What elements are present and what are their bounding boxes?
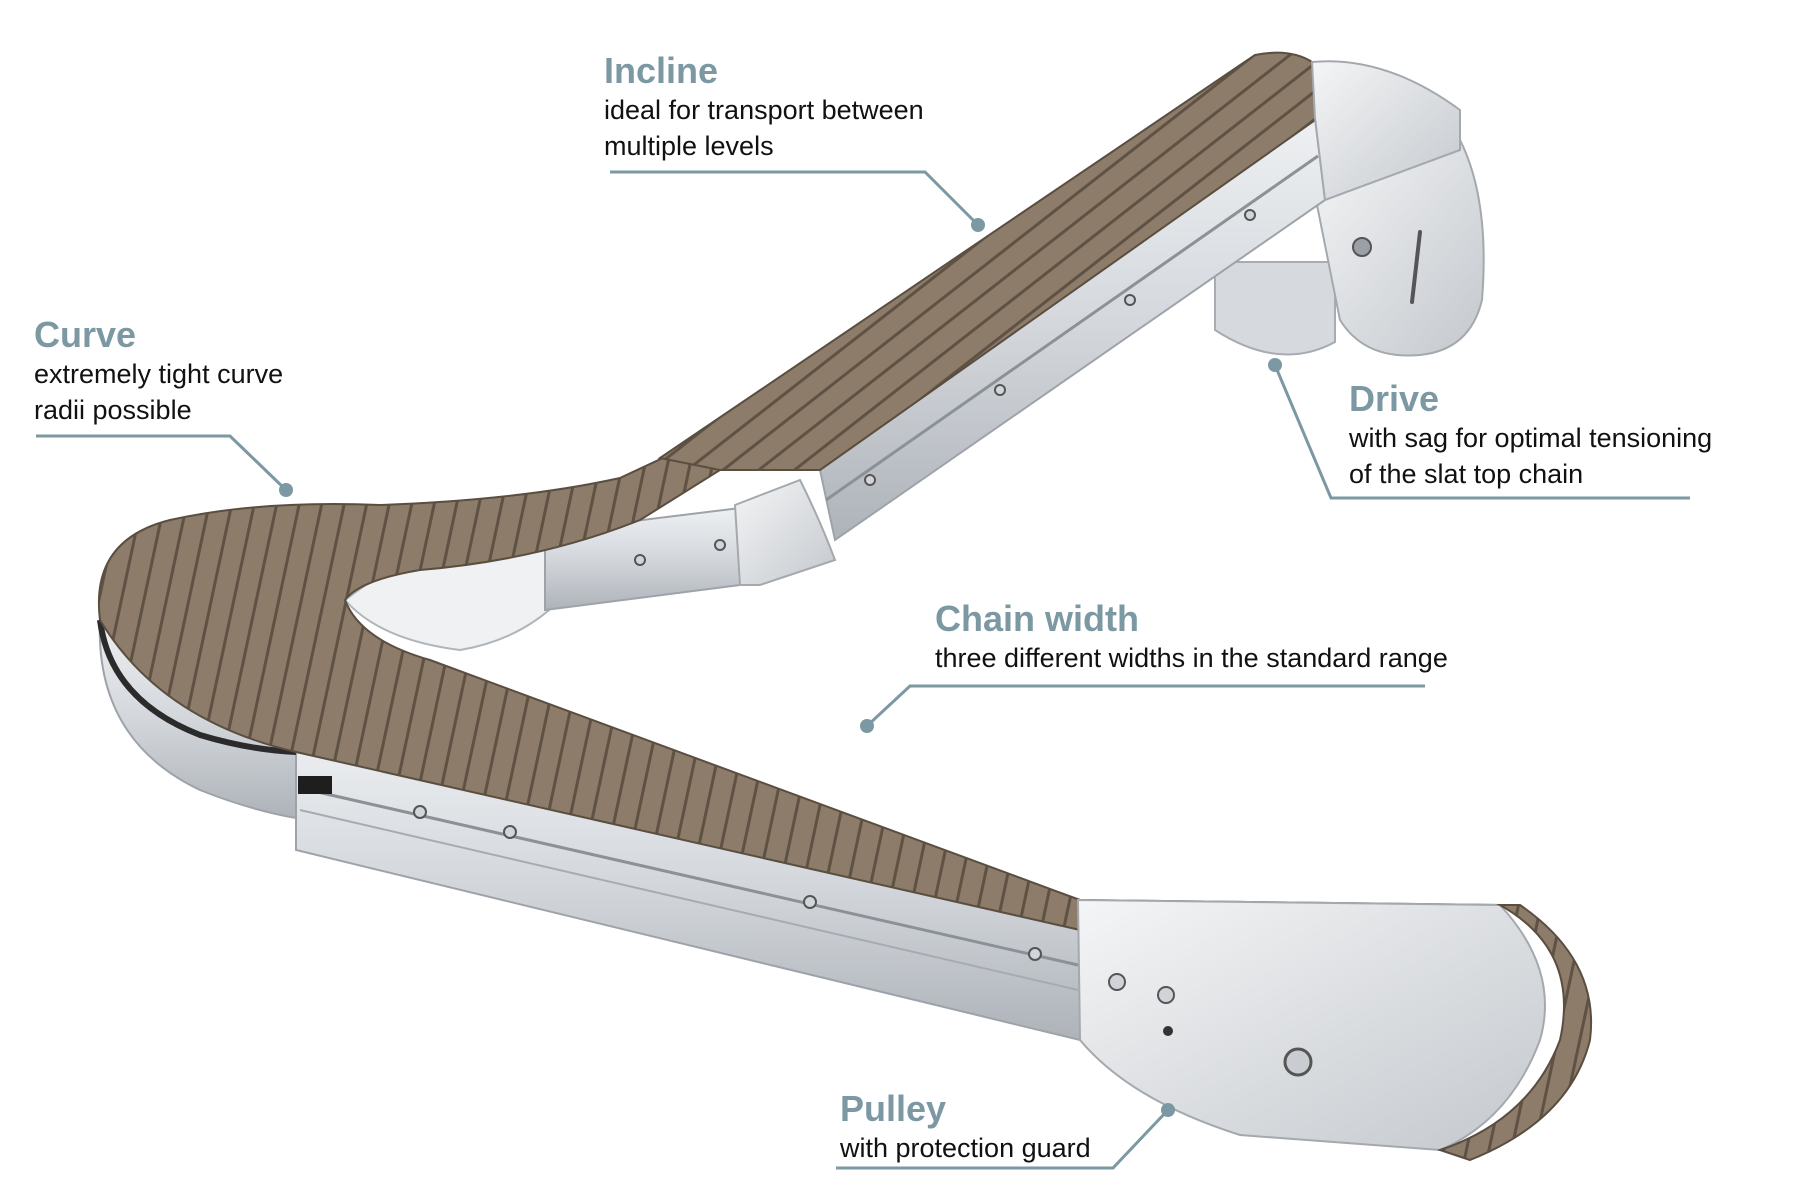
pulley-side-plate — [1076, 898, 1546, 1152]
curve-chain-base — [97, 619, 297, 755]
curve-callout: Curve extremely tight curve radii possib… — [34, 314, 283, 428]
drive-line-2: of the slat top chain — [1349, 459, 1584, 489]
drive-callout: Drive with sag for optimal tensioning of… — [1349, 378, 1712, 492]
drive-line-1: with sag for optimal tensioning — [1349, 423, 1713, 453]
drive-leader-line — [1273, 364, 1690, 500]
drive-title: Drive — [1349, 378, 1440, 419]
incline-title: Incline — [604, 50, 719, 91]
incline-line-2: multiple levels — [604, 131, 774, 161]
incline-leader-dot — [971, 218, 985, 232]
frame-bolt — [1124, 294, 1136, 306]
incline-leader-line — [610, 170, 980, 227]
pulley-bolt — [1163, 1026, 1173, 1036]
curve-title: Curve — [34, 314, 137, 355]
chain-width-leader-line — [865, 684, 1425, 728]
pulley-end — [1076, 898, 1593, 1162]
curve-line-1: extremely tight curve — [34, 359, 284, 389]
incline-drive-end-plate — [1310, 60, 1461, 202]
drive-side-plate — [1310, 138, 1485, 357]
drive-slot — [1410, 230, 1422, 304]
chain-width-title: Chain width — [935, 598, 1139, 639]
pulley-axle — [1283, 1047, 1313, 1077]
chain-width-leader-dot — [860, 719, 874, 733]
pulley-line-1: with protection guard — [840, 1133, 1091, 1163]
pulley-bolt — [1157, 986, 1175, 1004]
pulley-leader-dot — [1161, 1103, 1175, 1117]
curve-leader-line — [36, 434, 288, 492]
frame-bolt — [503, 825, 517, 839]
incline-transition-plate — [733, 478, 837, 586]
leader-lines — [36, 170, 1690, 1170]
frame-bolt — [1244, 209, 1256, 221]
slat-chain-incline — [657, 51, 1320, 471]
frame-bolt — [634, 554, 646, 566]
drive-bolt — [1352, 237, 1372, 257]
incline-line-1: ideal for transport between — [604, 95, 924, 125]
frame-opening — [298, 776, 332, 794]
drive-leader-dot — [1268, 358, 1282, 372]
drive-unit — [1214, 138, 1485, 357]
pulley-slats — [1436, 904, 1593, 1162]
curve-line-2: radii possible — [34, 395, 192, 425]
frame-bolt — [1028, 947, 1042, 961]
incline-callout: Incline ideal for transport between mult… — [604, 50, 924, 164]
frame-bolt — [803, 895, 817, 909]
chain-width-line-1: three different widths in the standard r… — [935, 643, 1448, 673]
pulley-title: Pulley — [840, 1088, 947, 1129]
drive-housing — [1214, 261, 1336, 356]
frame-bolt — [413, 805, 427, 819]
lower-frame-groove-2 — [299, 809, 1079, 991]
curve-leader-dot — [279, 483, 293, 497]
leader-dots — [279, 218, 1282, 1117]
lower-frame-groove — [299, 786, 1079, 967]
chain-width-callout: Chain width three different widths in th… — [935, 598, 1448, 676]
frame-bolt — [864, 474, 876, 486]
pulley-leader-line — [836, 1108, 1170, 1170]
frame-bolt — [994, 384, 1006, 396]
frame-bolt — [714, 539, 726, 551]
frame-bolts — [413, 209, 1256, 961]
pulley-callout: Pulley with protection guard — [840, 1088, 1091, 1166]
pulley-bolt — [1108, 973, 1126, 991]
incline-frame-groove — [825, 154, 1319, 502]
